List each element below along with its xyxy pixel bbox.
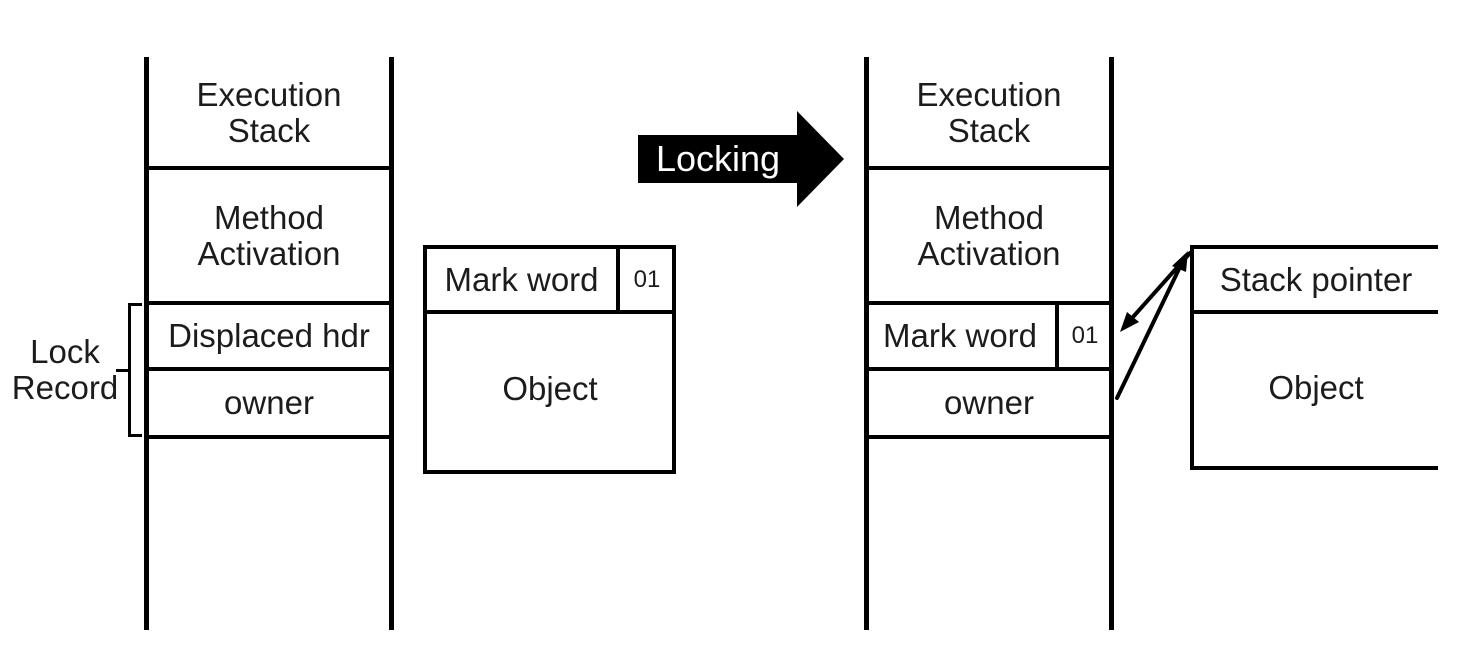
- after-stack-left-wall: [864, 57, 869, 630]
- after-stack-pointer-label: Stack pointer: [1219, 260, 1413, 298]
- locking-arrow-head: [797, 111, 844, 207]
- before-stack-divider-1: [144, 166, 394, 170]
- after-object-left-edge: [1190, 245, 1194, 470]
- after-object-top-edge: [1190, 245, 1438, 249]
- before-execution-stack-label: Execution Stack: [196, 75, 342, 149]
- lock-record-bracket-top-tick: [128, 303, 142, 306]
- after-mark-word-cell: Mark word: [882, 317, 1038, 355]
- after-object-bottom-edge: [1190, 466, 1438, 470]
- after-stack-divider-2: [864, 301, 1114, 305]
- lock-record-bracket-bottom-tick: [128, 434, 142, 437]
- before-stack-left-wall: [144, 57, 149, 630]
- after-owner-cell: owner: [944, 384, 1034, 422]
- before-stack-divider-4: [144, 435, 394, 439]
- after-tag-bits-cell: 01: [1071, 322, 1099, 350]
- before-object-tag-divider: [616, 245, 620, 314]
- before-displaced-hdr-cell: Displaced hdr: [168, 317, 370, 355]
- after-object-header-divider: [1190, 310, 1438, 314]
- lock-record-bracket-middle-tick: [116, 369, 128, 372]
- before-stack-right-wall: [389, 57, 394, 630]
- owner-to-object-arrow: [1115, 251, 1188, 400]
- locking-arrow-label: Locking: [655, 138, 781, 179]
- after-stack-right-wall: [1109, 57, 1114, 630]
- before-stack-divider-3: [144, 367, 394, 371]
- after-method-activation-label: Method Activation: [917, 198, 1061, 272]
- arrowhead-to-object: [1172, 251, 1188, 272]
- after-stack-divider-3: [864, 367, 1114, 371]
- before-tag-bits-label: 01: [633, 265, 661, 293]
- lock-record-label: Lock Record: [11, 332, 119, 406]
- locking-arrow: [638, 111, 844, 207]
- before-object-header-divider: [423, 310, 676, 314]
- before-object-label: Object: [502, 369, 598, 407]
- before-mark-word-label: Mark word: [444, 260, 599, 298]
- lock-record-bracket: [128, 303, 131, 437]
- after-execution-stack-label: Execution Stack: [916, 75, 1062, 149]
- before-object-box: [423, 245, 676, 474]
- before-owner-cell: owner: [224, 384, 314, 422]
- before-stack-divider-2: [144, 301, 394, 305]
- after-stack-divider-4: [864, 435, 1114, 439]
- after-object-label: Object: [1268, 368, 1364, 406]
- before-method-activation-label: Method Activation: [197, 198, 341, 272]
- arrowhead-to-markword: [1120, 312, 1139, 332]
- locking-arrow-body: [638, 135, 798, 183]
- after-stack-divider-1: [864, 166, 1114, 170]
- after-stack-tag-divider: [1055, 301, 1059, 371]
